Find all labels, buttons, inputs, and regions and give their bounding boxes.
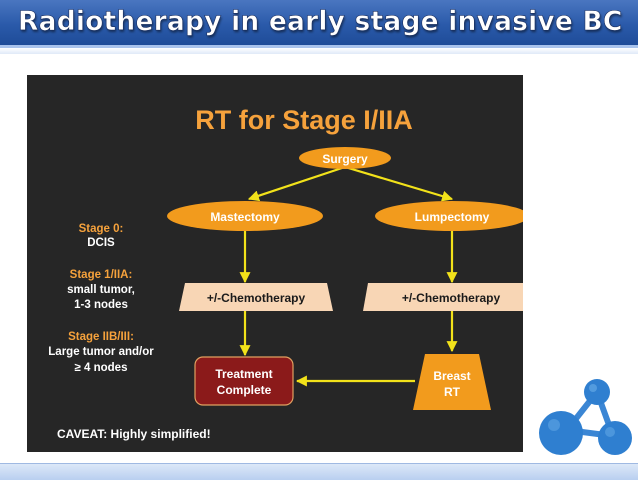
flowchart-svg: RT for Stage I/IIA Surgery Mastectomy Lu… [48,105,523,441]
mastectomy-label: Mastectomy [210,210,280,224]
mastectomy-node [167,201,323,231]
flowchart-figure: RT for Stage I/IIA Surgery Mastectomy Lu… [27,75,523,452]
stage-1-detail-1: small tumor, [67,284,135,296]
stage-0-detail: DCIS [87,237,115,249]
arrow-surgery-to-mastectomy [247,165,346,202]
footer-bar [0,463,638,480]
breast-rt-line2: RT [444,385,461,399]
treatment-complete-line1: Treatment [215,367,272,381]
lumpectomy-node [375,201,523,231]
stage-1-name: Stage 1/IIA: [70,269,133,281]
stage-2-name: Stage IIB/III: [68,331,134,343]
treatment-complete-node [194,356,294,406]
stage-1-detail-2: 1-3 nodes [74,299,128,311]
chemo-right-label: +/-Chemotherapy [402,291,501,305]
chemo-left-label: +/-Chemotherapy [207,291,306,305]
flow-arrows [239,165,458,387]
arrow-surgery-to-lumpectomy [344,165,454,202]
treatment-complete-line2: Complete [217,383,272,397]
chemo-right-node [363,283,523,311]
caveat-text: CAVEAT: Highly simplified! [57,427,211,441]
slide-title: Radiotherapy in early stage invasive BC [18,6,623,38]
title-bar: Radiotherapy in early stage invasive BC [0,0,638,48]
surgery-node [299,147,391,169]
chemo-left-node [179,283,333,311]
stage-2-detail-1: Large tumor and/or [48,346,154,358]
breast-rt-line1: Breast [433,369,470,383]
surgery-label: Surgery [322,152,368,166]
figure-heading: RT for Stage I/IIA [195,105,413,135]
title-underline [0,48,638,54]
breast-rt-node [413,354,491,410]
molecule-logo-icon [539,379,632,455]
lumpectomy-label: Lumpectomy [415,210,490,224]
stage-2-detail-2: ≥ 4 nodes [75,362,128,374]
stage-0-name: Stage 0: [79,223,124,235]
